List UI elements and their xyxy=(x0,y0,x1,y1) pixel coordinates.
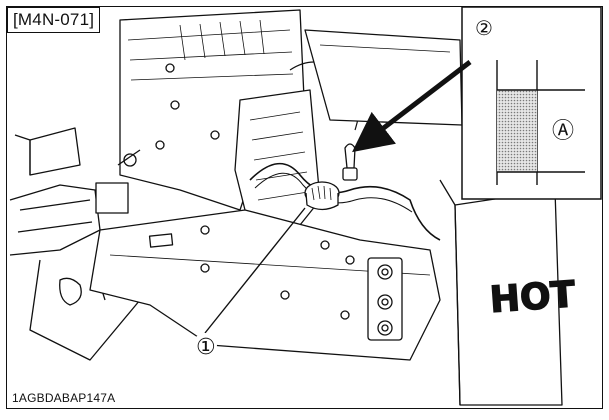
wiring-harness xyxy=(249,162,441,241)
callout-arrow-2 xyxy=(352,60,472,153)
callout-1: ① xyxy=(196,335,216,360)
chassis-beam xyxy=(89,209,441,361)
callout-2: ② xyxy=(475,16,493,40)
figure-tag: [M4N-071] xyxy=(7,7,101,33)
leader-line-1 xyxy=(204,207,306,334)
range-label-a: Ⓐ xyxy=(552,119,574,144)
hot-warning-text: HOT xyxy=(489,274,577,321)
figure-frame xyxy=(6,6,603,409)
dipstick-gauge xyxy=(496,60,585,185)
figure-code: 1AGBDABAP147A xyxy=(12,391,116,405)
